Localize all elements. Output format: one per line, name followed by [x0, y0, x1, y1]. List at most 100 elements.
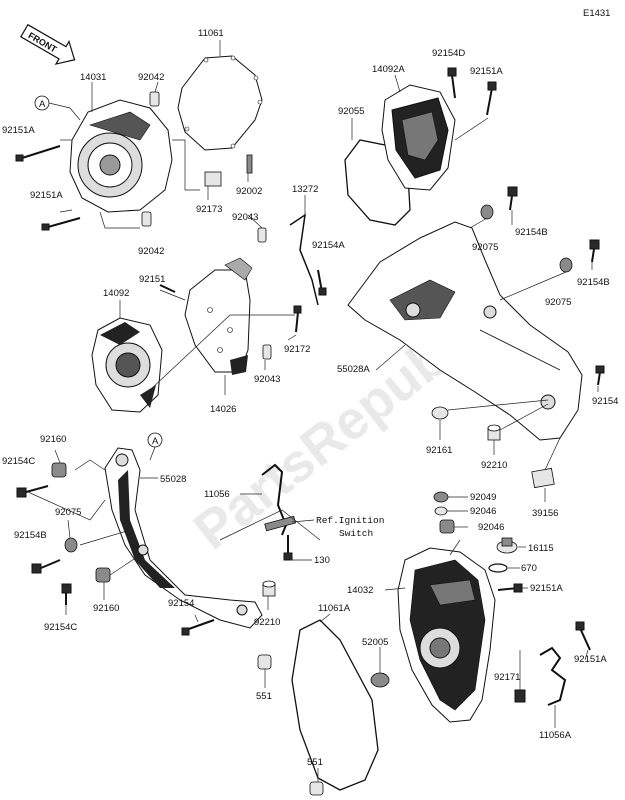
cover-14092a	[381, 84, 456, 191]
label-92173: 92173	[196, 204, 222, 215]
ref-circle-a-mid: A	[147, 432, 163, 448]
label-14092a: 14092A	[372, 64, 405, 75]
dowel-551-b	[309, 781, 324, 796]
bracket-11056	[261, 463, 288, 536]
ref-note-line1: Ref.Ignition	[316, 515, 384, 526]
label-92171: 92171	[494, 672, 520, 683]
label-92154b-1: 92154B	[515, 227, 548, 238]
label-14031: 14031	[80, 72, 106, 83]
label-14026: 14026	[210, 404, 236, 415]
clip-92171	[514, 689, 526, 703]
bolt-92151a-1	[15, 145, 61, 162]
gasket-11061a	[291, 619, 379, 791]
clutch-cover-14032	[397, 547, 496, 723]
label-92160-1: 92160	[40, 434, 66, 445]
bushing-92160-2	[95, 567, 111, 583]
dowel-92043-b	[262, 344, 272, 360]
heel-guard-55028	[104, 447, 263, 629]
label-92046-a: 92046	[470, 506, 496, 517]
label-92210-right: 92210	[481, 460, 507, 471]
label-92161: 92161	[426, 445, 452, 456]
ref-note-line2: Switch	[339, 528, 373, 539]
ref-circle-a-top: A	[34, 95, 50, 111]
guide-13272	[289, 213, 319, 306]
bolt-92151a-4	[497, 583, 523, 593]
label-14032: 14032	[347, 585, 373, 596]
label-11056a: 11056A	[539, 730, 572, 741]
label-92151a-1: 92151A	[2, 125, 35, 136]
label-11061a: 11061A	[318, 603, 351, 614]
damper-39156	[531, 467, 555, 489]
bolt-92154-right	[595, 365, 605, 386]
frame-cover-55028a	[347, 221, 583, 441]
clamp-92173	[204, 171, 222, 187]
dowel-551-a	[257, 654, 272, 670]
bushing-92160-1	[51, 462, 67, 478]
gasket-11061	[177, 55, 263, 151]
bolt-92154d	[447, 67, 457, 99]
label-92210-left: 92210	[254, 617, 280, 628]
grommet-92075-3	[64, 537, 78, 553]
bolt-92151a-3	[486, 81, 497, 116]
stud-92002	[246, 154, 253, 174]
bolt-92154-left	[181, 619, 215, 636]
cover-14092	[91, 317, 163, 413]
label-92046-b: 92046	[478, 522, 504, 533]
bolt-92151a-2	[41, 217, 81, 231]
dowel-92043-a	[257, 227, 267, 243]
label-92002: 92002	[236, 186, 262, 197]
diagram-code: E1431	[583, 8, 610, 19]
bolt-92154a	[317, 269, 327, 296]
bolt-92154c-1	[16, 485, 49, 498]
label-92042-a: 92042	[138, 72, 164, 83]
dowel-92042-a	[149, 91, 160, 107]
label-92049: 92049	[470, 492, 496, 503]
label-92151a-2: 92151A	[30, 190, 63, 201]
bolt-92172	[293, 305, 302, 333]
label-92043-b: 92043	[254, 374, 280, 385]
label-92172: 92172	[284, 344, 310, 355]
bracket-11056a	[539, 646, 567, 706]
label-55028: 55028	[160, 474, 186, 485]
label-11061: 11061	[198, 28, 224, 39]
bolt-92151	[159, 284, 176, 293]
collar-92210-right	[487, 424, 501, 441]
label-39156: 39156	[532, 508, 558, 519]
label-92154c-2: 92154C	[44, 622, 77, 633]
bolt-92154c-2	[61, 583, 72, 605]
label-16115: 16115	[528, 543, 554, 554]
label-670: 670	[521, 563, 537, 574]
bracket-14026	[184, 257, 253, 375]
bolt-92154b-1	[507, 186, 518, 211]
label-92154b-3: 92154B	[14, 530, 47, 541]
label-551-b: 551	[307, 757, 323, 768]
o-ring-670	[488, 563, 508, 573]
label-92151: 92151	[139, 274, 165, 285]
label-92151a-3: 92151A	[470, 66, 503, 77]
collar-92046-b	[439, 519, 455, 534]
label-92151a-5: 92151A	[574, 654, 607, 665]
pulser-cover-14031	[69, 99, 173, 213]
label-14092: 14092	[103, 288, 129, 299]
bolt-92154b-2	[589, 239, 600, 263]
label-13272: 13272	[292, 184, 318, 195]
label-55028a: 55028A	[337, 364, 370, 375]
bolt-130	[283, 535, 293, 561]
plug-52005	[370, 672, 390, 688]
label-92160-2: 92160	[93, 603, 119, 614]
bolt-92154b-3	[31, 559, 61, 574]
collar-92046-a	[434, 506, 448, 516]
label-92075-1: 92075	[472, 242, 498, 253]
label-92154d: 92154D	[432, 48, 465, 59]
label-11056: 11056	[204, 489, 230, 500]
bolt-92151a-5	[575, 621, 591, 651]
label-92151a-4: 92151A	[530, 583, 563, 594]
label-92042-b: 92042	[138, 246, 164, 257]
oil-seal-92049	[433, 491, 449, 503]
label-92055: 92055	[338, 106, 364, 117]
label-130: 130	[314, 555, 330, 566]
label-551-a: 551	[256, 691, 272, 702]
label-92075-2: 92075	[545, 297, 571, 308]
label-92154-right: 92154	[592, 396, 618, 407]
